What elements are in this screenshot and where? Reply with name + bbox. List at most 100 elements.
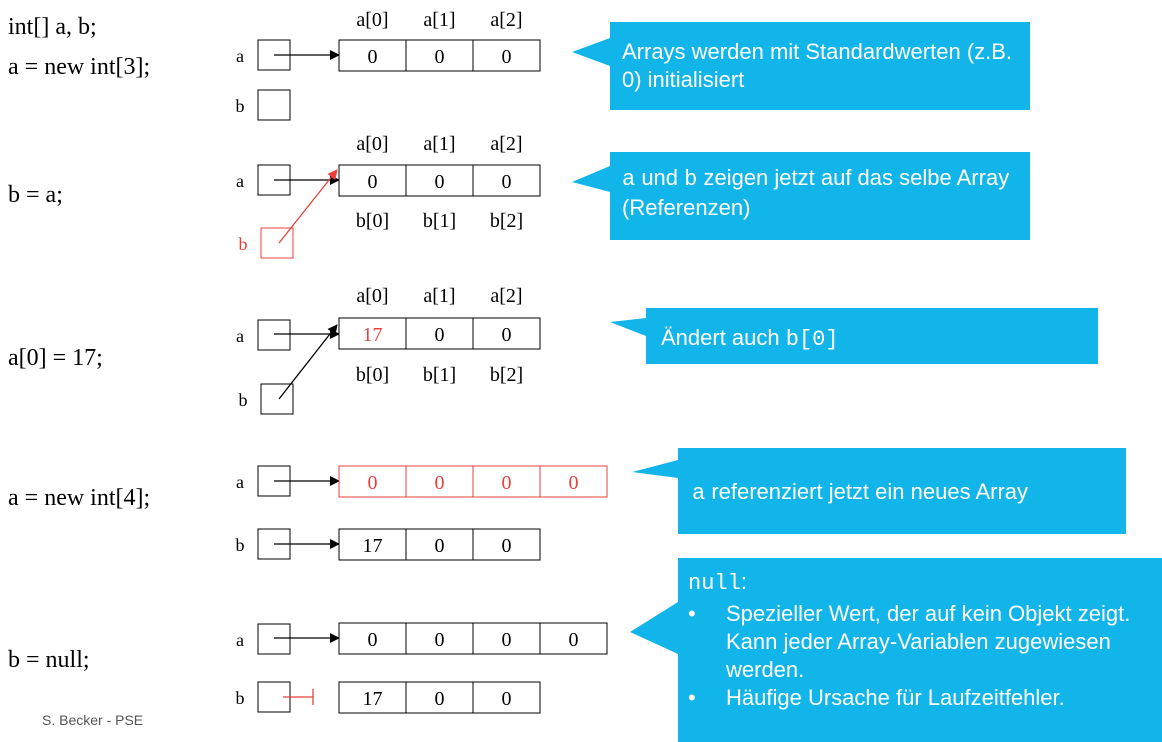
s5-a-array-cell-3: [539, 622, 608, 655]
s3-array-value-0: 17: [363, 324, 383, 346]
s5-b-array-value-2: 0: [502, 688, 512, 710]
s4-b-array-cell-1: [405, 528, 474, 561]
callout-5: [630, 558, 1162, 742]
s1-top-label-2: a[2]: [490, 9, 522, 31]
s5-a-array-cell-0: [338, 622, 407, 655]
s3-b-box: [260, 383, 294, 415]
callout-1-text: Arrays werden mit Standardwerten (z.B. 0…: [622, 39, 1013, 92]
callout-5-text: null: • Spezieller Wert, der auf kein Ob…: [688, 568, 1160, 712]
s2-array-value-1: 0: [435, 171, 445, 193]
callout-3-pre: Ändert auch: [661, 325, 786, 350]
code-null: null: [688, 571, 741, 596]
s5-a-array-cell-1: [405, 622, 474, 655]
callout-2-rest: zeigen jetzt auf das selbe Array (Refere…: [622, 165, 1010, 220]
bullet-1-text: Spezieller Wert, der auf kein Objekt zei…: [726, 601, 1131, 682]
s4-b-array-cell-0: [338, 528, 407, 561]
code-line-1: int[] a, b;: [8, 14, 97, 40]
s4-a-array-cell-3: [539, 465, 608, 498]
s4-b-array-cell-2: [472, 528, 541, 561]
bullet-dot-2: •: [688, 685, 696, 710]
s2-top-label-0: a[0]: [356, 133, 388, 155]
callout-4-text: a referenziert jetzt ein neues Array: [692, 478, 1122, 508]
callout-2-text: a und b zeigen jetzt auf das selbe Array…: [622, 164, 1032, 222]
s2-array-cell-0: [338, 164, 407, 197]
s5-a-array-value-2: 0: [502, 629, 512, 651]
callout-3-text: Ändert auch b[0]: [661, 324, 1081, 354]
s2-b-box: [260, 227, 294, 259]
s2-a-label: a: [236, 171, 244, 191]
s5-a-array-value-3: 0: [569, 629, 579, 651]
s4-a-array-cell-1: [405, 465, 474, 498]
s2-b-label: b: [239, 234, 248, 254]
s1-array-cell-1: [405, 39, 474, 72]
code-line-2: a = new int[3];: [8, 54, 151, 80]
s4-a-array-value-0: 0: [368, 472, 378, 494]
s5-a-array-value-1: 0: [435, 629, 445, 651]
bullet-1: • Spezieller Wert, der auf kein Objekt z…: [688, 600, 1160, 684]
s2-array-value-2: 0: [502, 171, 512, 193]
s3-top-label-1: a[1]: [423, 285, 455, 307]
s1-top-label-1: a[1]: [423, 9, 455, 31]
s3-array-cell-1: [405, 317, 474, 350]
callout-2-mid: und: [635, 165, 685, 190]
s3-top-label-2: a[2]: [490, 285, 522, 307]
s3-bottom-label-1: b[1]: [423, 364, 456, 386]
s4-a-array-cell-2: [472, 465, 541, 498]
code-line-5: a = new int[4];: [8, 485, 151, 511]
s3-a-box: [257, 319, 291, 351]
s4-b-array-value-1: 0: [435, 535, 445, 557]
callout-3: [610, 308, 1098, 364]
code-a-new: a: [692, 481, 706, 506]
s5-b-array-value-0: 17: [363, 688, 383, 710]
code-line-3: b = a;: [8, 182, 63, 208]
s4-b-label: b: [236, 535, 245, 555]
s3-b-arrow: [278, 324, 338, 400]
s2-array-value-0: 0: [368, 171, 378, 193]
s4-a-array-cell-0: [338, 465, 407, 498]
callout-4-rest: referenziert jetzt ein neues Array: [705, 479, 1029, 504]
s2-top-label-2: a[2]: [490, 133, 522, 155]
s4-a-label: a: [236, 472, 244, 492]
s1-b-label: b: [236, 96, 245, 116]
s1-array-cell-2: [472, 39, 541, 72]
bullet-dot-1: •: [688, 601, 696, 626]
s5-a-array-value-0: 0: [368, 629, 378, 651]
s3-array-value-1: 0: [435, 324, 445, 346]
s2-array-cell-2: [472, 164, 541, 197]
callout-4: [632, 448, 1126, 534]
s4-b-array-value-0: 17: [363, 535, 383, 557]
s5-b-array-value-1: 0: [435, 688, 445, 710]
s5-b-array-cell-0: [338, 681, 407, 714]
s1-b-box: [257, 89, 291, 121]
code-b: b: [684, 167, 698, 192]
s4-a-array-value-1: 0: [435, 472, 445, 494]
code-a: a: [622, 167, 636, 192]
s1-array-value-0: 0: [368, 46, 378, 68]
s5-a-array-cell-2: [472, 622, 541, 655]
s5-b-array-cell-2: [472, 681, 541, 714]
s1-array-cell-0: [338, 39, 407, 72]
bullet-2: • Häufige Ursache für Laufzeitfehler.: [688, 684, 1160, 712]
s5-b-array-cell-1: [405, 681, 474, 714]
s3-b-label: b: [239, 390, 248, 410]
s2-bottom-label-0: b[0]: [356, 210, 389, 232]
bullet-2-text: Häufige Ursache für Laufzeitfehler.: [726, 685, 1065, 710]
s1-array-value-1: 0: [435, 46, 445, 68]
s1-a-label: a: [236, 46, 244, 66]
s5-a-label: a: [236, 630, 244, 650]
code-b0: b[0]: [785, 327, 839, 352]
s2-b-arrow: [278, 169, 338, 244]
s2-bottom-label-1: b[1]: [423, 210, 456, 232]
s3-array-cell-2: [472, 317, 541, 350]
s3-bottom-label-2: b[2]: [490, 364, 523, 386]
s4-a-array-value-2: 0: [502, 472, 512, 494]
s3-top-label-0: a[0]: [356, 285, 388, 307]
s1-array-value-2: 0: [502, 46, 512, 68]
callout-5-colon: :: [740, 569, 747, 594]
callout-2: [572, 152, 1030, 240]
s5-b-label: b: [236, 688, 245, 708]
s4-b-array-value-2: 0: [502, 535, 512, 557]
s1-top-label-0: a[0]: [356, 9, 388, 31]
s5-a-box: [257, 623, 291, 655]
s2-top-label-1: a[1]: [423, 133, 455, 155]
